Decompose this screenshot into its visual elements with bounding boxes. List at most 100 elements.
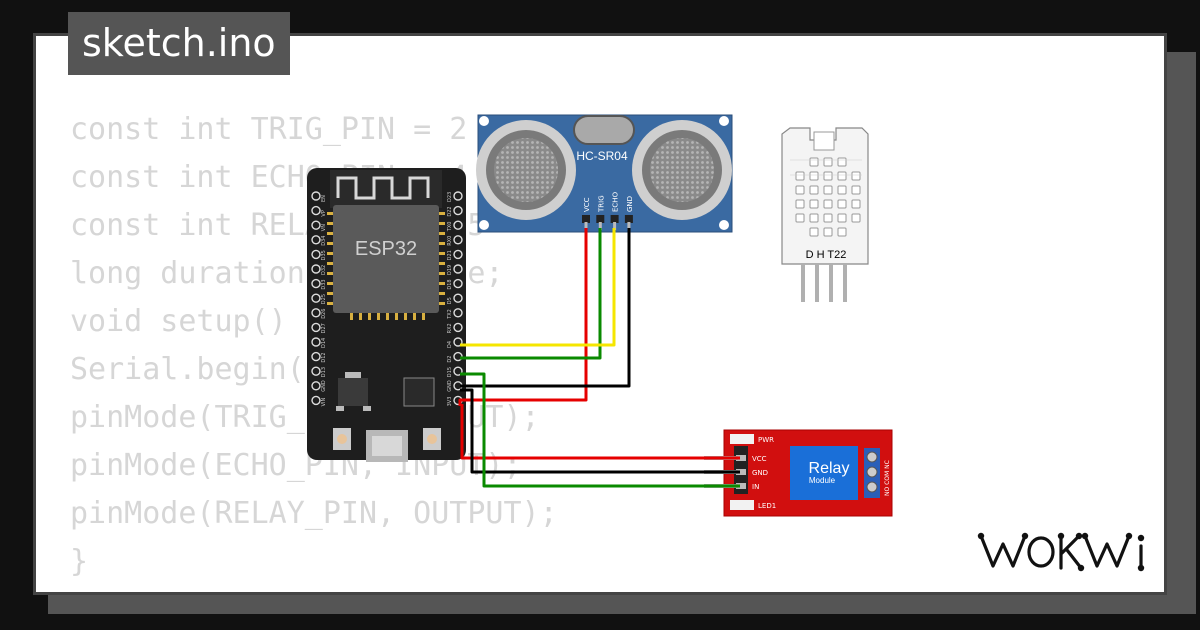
esp32-pin-d5[interactable] [453,293,463,303]
esp32-pin-vp[interactable] [311,205,321,216]
hc-sr04-pin-label: TRIG [597,195,605,213]
dht22-vent [809,157,819,167]
module-pad [439,252,445,255]
esp32-pin-label: GND [321,380,327,392]
relay-pin-label: VCC [752,455,767,463]
module-pad [386,313,389,320]
hc-sr04-label: HC-SR04 [576,149,628,163]
esp32-pin-d14[interactable] [311,337,321,347]
dht22-sensor[interactable]: D H T22 [781,127,869,302]
relay-label: Relay [809,460,850,477]
module-pad [439,232,445,235]
esp32-pin-d21[interactable] [453,249,463,260]
wire-relay-gnd[interactable] [460,388,740,474]
esp32-pin-d12[interactable] [311,351,321,362]
dht22-vent [823,213,833,223]
esp32-pin-d26[interactable] [311,308,321,318]
esp32-pin-d25[interactable] [311,293,321,303]
esp32-pin-label: D14 [321,338,327,348]
esp32-pin-d22[interactable] [453,205,463,216]
relay-pin-gnd[interactable] [736,469,746,475]
dht22-vent [851,213,861,223]
wire-hc-echo[interactable] [460,228,616,347]
dht22-vent [837,171,847,181]
esp32-pin-rx2[interactable] [453,322,463,333]
wire-hc-vcc[interactable] [458,228,588,406]
esp32-pin-d33[interactable] [311,278,321,289]
module-pad [439,222,445,225]
voltage-regulator [338,378,368,406]
hc-sr04-pin-echo[interactable] [610,215,619,223]
dht22-vent [823,227,833,237]
pwr-label: PWR [758,436,774,444]
hc-sr04-pin-vcc[interactable] [582,215,590,223]
module-pad [413,313,416,320]
module-pad [327,242,333,245]
hc-sr04-pin-label: GND [626,196,634,212]
esp32-pin-label: D25 [321,294,327,304]
esp32-pin-d18[interactable] [453,278,463,289]
dht22-vent [823,185,833,195]
esp32-pin-d32[interactable] [311,264,321,274]
module-pad [377,313,380,320]
esp32-pin-d27[interactable] [311,322,321,333]
module-pad [327,252,333,255]
code-line: Serial.begin( [70,352,305,387]
esp32-pin-gnd[interactable] [311,381,321,391]
terminal-label: NO COM NC [884,460,891,496]
esp32-pin-tx0[interactable] [453,220,463,230]
wire-relay-vcc[interactable] [460,404,740,460]
dht22-vent [837,199,847,209]
esp32-pin-d34[interactable] [311,235,321,245]
esp32-pin-tx2[interactable] [453,308,463,318]
hc-sr04-pin-trig[interactable] [596,215,605,223]
esp32-pin-label: D12 [321,352,327,362]
esp32-pin-label: VN [321,224,327,231]
esp32-pin-label: D5 [447,297,453,304]
esp32-pin-label: 3V3 [447,397,453,407]
module-pad [439,292,445,295]
module-pad [439,302,445,305]
dht22-vent [823,199,833,209]
dht22-vent [823,157,833,167]
esp32-pin-label: D33 [321,279,327,289]
dht22-label: D H T22 [806,249,847,261]
dht22-vent [851,199,861,209]
esp32-pin-label: D32 [321,265,327,275]
module-pad [439,272,445,275]
esp32-pin-vn[interactable] [311,220,321,230]
module-pad [327,222,333,225]
esp32-pin-label: GND [447,380,453,392]
module-pad [327,292,333,295]
code-line: const int TRIG_PIN = 2 [70,112,468,147]
wire-relay-in[interactable] [460,372,740,488]
hc-sr04-pin-gnd[interactable] [624,215,633,223]
esp32-pin-label: D26 [321,309,327,319]
esp32-pin-d35[interactable] [311,249,321,260]
esp32-pin-rx0[interactable] [453,235,463,245]
relay-pin-in[interactable] [736,483,746,489]
esp32-pin-label: D27 [321,323,327,333]
wire-hc-gnd[interactable] [460,228,631,388]
esp32-pin-d13[interactable] [311,366,321,376]
esp32-pin-vin[interactable] [311,395,321,406]
transducer-left [476,120,576,220]
esp32-pin-d19[interactable] [453,264,463,274]
relay-pin-vcc[interactable] [736,455,746,461]
module-pad [404,313,407,320]
module-pad [327,272,333,275]
wire-hc-trig[interactable] [460,228,602,360]
wokwi-logo [977,532,1145,572]
dht22-vent [809,227,819,237]
relay-pin-label: GND [752,469,768,477]
esp32-pin-en[interactable] [311,191,321,201]
esp32-pin-label: D2 [447,356,453,363]
relay-sublabel: Module [809,476,836,485]
esp32-pin-d23[interactable] [453,191,463,201]
dht22-vent [837,213,847,223]
esp32-label: ESP32 [355,238,417,260]
esp32-board[interactable]: ESP32 ENVPVND34D35D32D33D25D26D27D14D12D… [307,168,466,462]
crystal-oscillator [573,115,635,145]
